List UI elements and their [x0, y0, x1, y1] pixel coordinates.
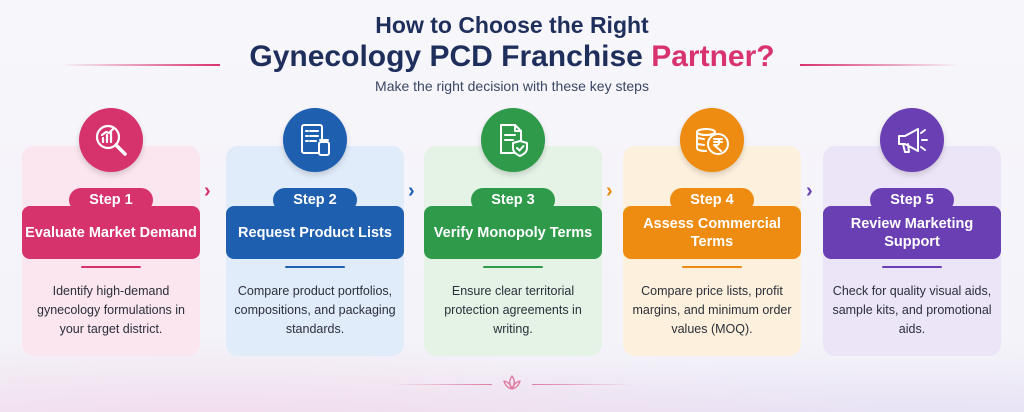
step-3-title: Verify Monopoly Terms — [424, 206, 602, 259]
step-1-description: Identify high-demand gynecology formulat… — [37, 284, 185, 336]
verified-document-icon — [500, 124, 528, 157]
step-arrow-2: › — [408, 180, 415, 202]
step-2-underline — [285, 266, 345, 268]
step-arrow-4: › — [806, 180, 813, 202]
footer-decor-line-right — [532, 384, 632, 385]
step-3-icon-circle — [481, 108, 545, 172]
step-5-underline — [882, 266, 942, 268]
step-4-badge: Step 4 — [670, 188, 754, 212]
step-5-title: Review Marketing Support — [823, 206, 1001, 259]
step-2-badge: Step 2 — [273, 188, 357, 212]
step-3-underline — [483, 266, 543, 268]
step-4-underline — [682, 266, 742, 268]
subtitle: Make the right decision with these key s… — [375, 78, 649, 94]
product-list-icon — [301, 124, 330, 156]
step-1-underline — [81, 266, 141, 268]
step-arrow-1: › — [204, 180, 211, 202]
step-5-badge: Step 5 — [870, 188, 954, 212]
market-analysis-icon — [95, 124, 127, 156]
step-5-icon-circle — [880, 108, 944, 172]
title-decor-line-left — [60, 64, 220, 66]
step-3-badge: Step 3 — [471, 188, 555, 212]
megaphone-icon — [898, 128, 928, 153]
rupee-coins-icon — [696, 128, 729, 155]
step-2-description: Compare product portfolios, compositions… — [234, 284, 396, 336]
title-decor-line-right — [800, 64, 960, 66]
footer-decor-line-left — [392, 384, 492, 385]
step-arrow-3: › — [606, 180, 613, 202]
title-main: Gynecology PCD Franchise — [249, 40, 643, 73]
step-3-description: Ensure clear territorial protection agre… — [444, 284, 582, 336]
lotus-icon — [503, 375, 521, 390]
title-line-2: Gynecology PCD Franchise Partner? — [0, 40, 1024, 74]
step-5-description: Check for quality visual aids, sample ki… — [832, 284, 992, 336]
title-line-1: How to Choose the Right — [375, 12, 649, 38]
step-1-title: Evaluate Market Demand — [22, 206, 200, 259]
step-2-icon-circle — [283, 108, 347, 172]
step-2-title: Request Product Lists — [226, 206, 404, 259]
step-4-title: Assess Commercial Terms — [623, 206, 801, 259]
title-accent: Partner? — [651, 40, 775, 73]
step-4-icon-circle — [680, 108, 744, 172]
step-4-description: Compare price lists, profit margins, and… — [632, 284, 792, 336]
step-1-icon-circle — [79, 108, 143, 172]
step-1-badge: Step 1 — [69, 188, 153, 212]
